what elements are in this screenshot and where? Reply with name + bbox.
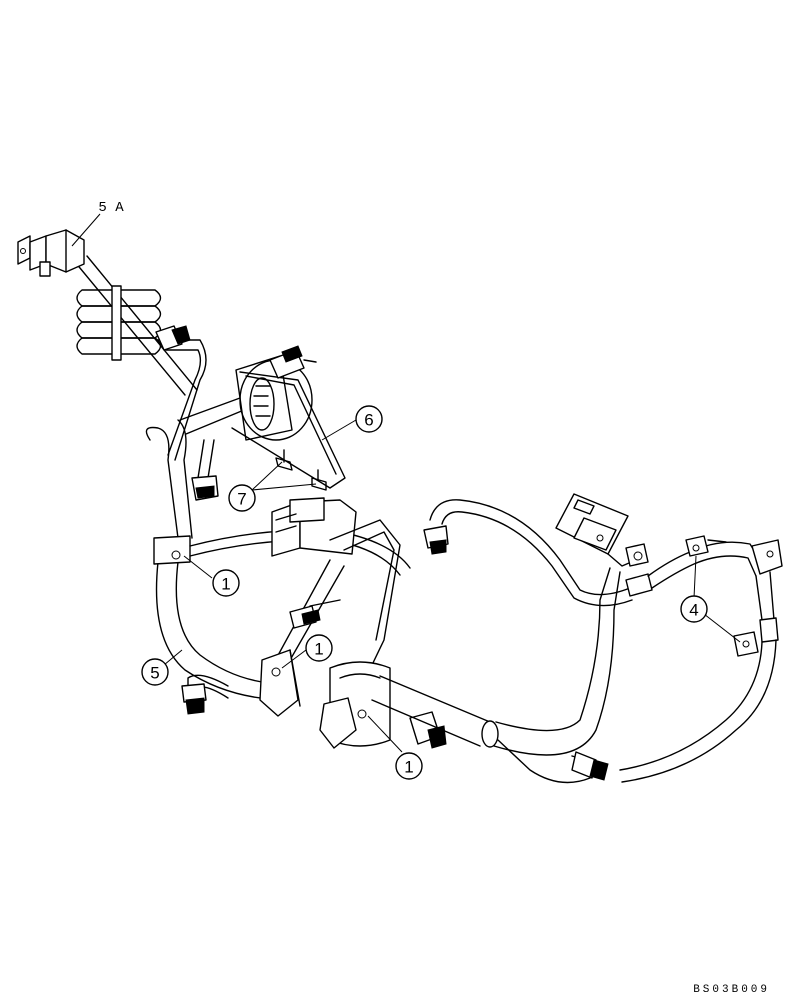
svg-text:1: 1 bbox=[314, 640, 323, 659]
svg-text:1: 1 bbox=[221, 575, 230, 594]
callout-5: 5 bbox=[141, 658, 169, 686]
connector-5a bbox=[17, 229, 85, 277]
plug-upper-left bbox=[155, 325, 207, 461]
right-device bbox=[555, 493, 649, 567]
relay-block bbox=[271, 497, 401, 691]
callout-1-mid: 1 bbox=[305, 634, 333, 662]
main-tube bbox=[371, 567, 621, 784]
callout-5a: 5 A bbox=[98, 200, 124, 216]
round-component bbox=[231, 345, 346, 491]
center-harness bbox=[259, 559, 345, 717]
callout-6: 6 bbox=[355, 405, 383, 433]
svg-text:5: 5 bbox=[150, 664, 159, 683]
callout-1-left: 1 bbox=[212, 569, 240, 597]
svg-text:6: 6 bbox=[364, 411, 373, 430]
leader-lines bbox=[71, 213, 741, 753]
bottom-right-plug bbox=[571, 751, 609, 781]
callout-7: 7 bbox=[228, 484, 256, 512]
callout-1-bottom: 1 bbox=[395, 752, 423, 780]
coiled-bundle bbox=[74, 255, 198, 396]
callout-4: 4 bbox=[680, 595, 708, 623]
plug-below-motor bbox=[191, 439, 219, 501]
svg-text:4: 4 bbox=[689, 601, 698, 620]
svg-text:7: 7 bbox=[237, 490, 246, 509]
lower-clamp bbox=[319, 661, 447, 749]
plug-lower-left bbox=[181, 674, 229, 715]
left-trunk bbox=[145, 419, 291, 701]
upper-right-branch bbox=[423, 499, 783, 783]
drawing-code: BS03B009 bbox=[693, 984, 770, 996]
svg-text:1: 1 bbox=[404, 758, 413, 777]
